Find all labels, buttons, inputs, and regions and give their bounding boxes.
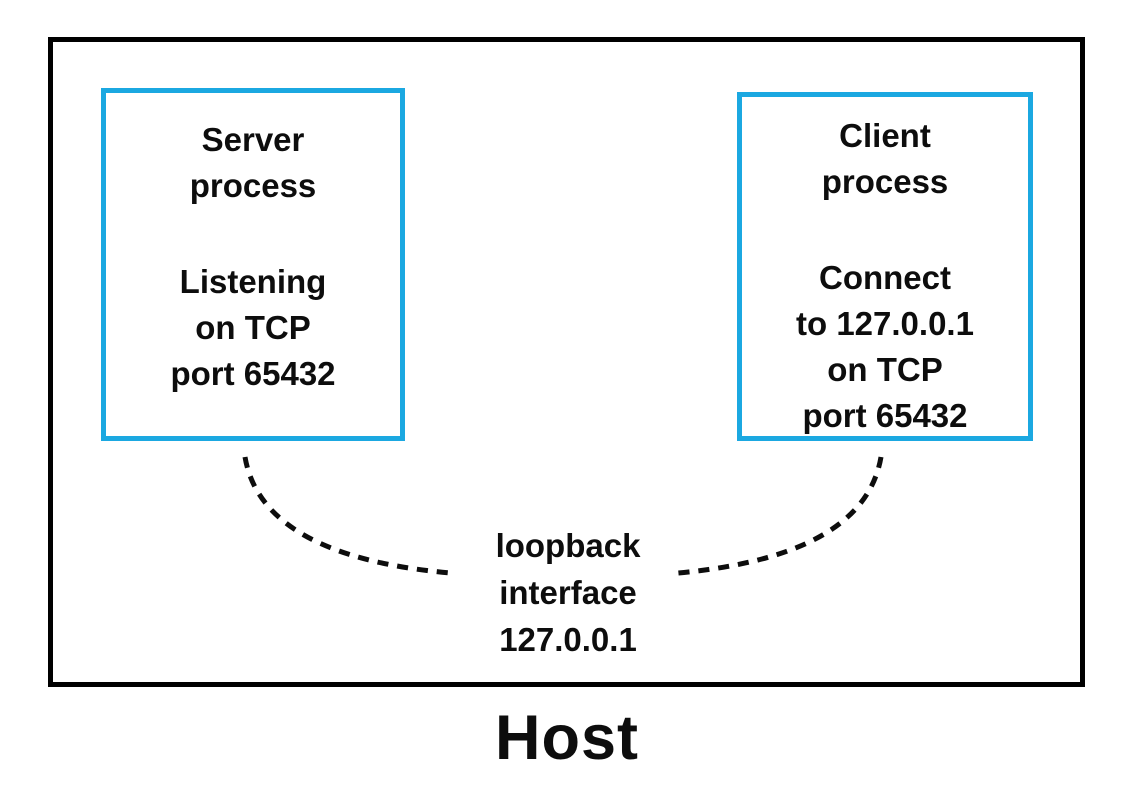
client-process-box: Client process Connect to 127.0.0.1 on T… (737, 92, 1033, 441)
host-label: Host (495, 703, 639, 773)
client-process-description: Connect to 127.0.0.1 on TCP port 65432 (796, 259, 974, 434)
server-process-title: Server process (189, 121, 317, 204)
server-process-box: Server process Listening on TCP port 654… (101, 88, 405, 441)
client-process-title: Client process (821, 117, 949, 200)
loopback-interface-label: loopback interface 127.0.0.1 (495, 527, 641, 658)
server-process-description: Listening on TCP port 65432 (170, 263, 336, 392)
